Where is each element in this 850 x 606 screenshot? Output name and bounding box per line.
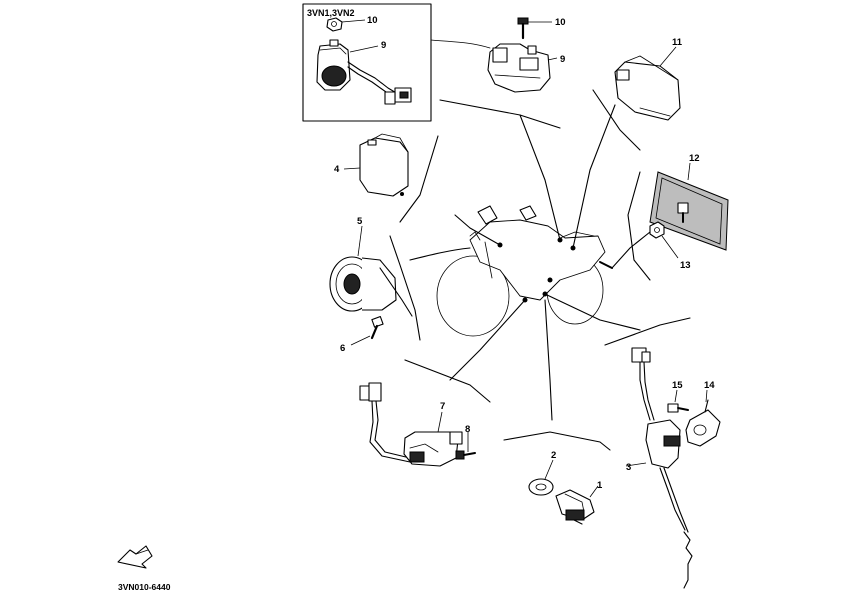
- callout-nut-reflector: 13: [680, 260, 691, 271]
- reflector-illustration: [649, 171, 729, 251]
- callout-bolt-top: 10: [555, 17, 566, 28]
- inset-relay-illustration: [316, 39, 412, 105]
- callout-bolt-horn: 6: [340, 343, 345, 354]
- sidestand-switch-illustration: [631, 347, 693, 589]
- bolt-horn-illustration: [370, 315, 384, 340]
- washer-illustration: [528, 478, 554, 496]
- callout-washer: 2: [551, 450, 556, 461]
- front-arrow-icon: [117, 545, 153, 569]
- callout-relay-right: 11: [672, 37, 683, 48]
- horn-illustration: [329, 256, 413, 317]
- bolt-top-illustration: [517, 17, 529, 40]
- callout-reflector: 12: [689, 153, 700, 164]
- bracket-illustration: [685, 399, 721, 447]
- callout-bolt-bracket: 15: [672, 380, 683, 391]
- callout-inset-relay: 9: [381, 40, 386, 51]
- callout-inset-nut: 10: [367, 15, 378, 26]
- ecu-illustration: [359, 133, 409, 197]
- callout-ecu: 4: [334, 164, 340, 175]
- callout-bolt-sensor: 8: [465, 424, 470, 435]
- callout-switch: 1: [597, 480, 603, 491]
- callout-horn: 5: [357, 216, 363, 227]
- callout-bracket: 14: [704, 380, 715, 391]
- callout-sensor: 7: [440, 401, 445, 412]
- relay-right-illustration: [614, 55, 681, 121]
- variant-inset-box: 3VN1,3VN2 10 9: [302, 3, 432, 122]
- callout-sidestand-switch: 3: [626, 462, 631, 473]
- bolt-bracket-illustration: [667, 403, 689, 413]
- bolt-sensor-illustration: [455, 450, 476, 460]
- sensor-illustration: [359, 382, 463, 467]
- nut-reflector-illustration: [649, 221, 665, 239]
- callout-relay-top: 9: [560, 54, 565, 65]
- switch-illustration: [555, 489, 595, 525]
- drawing-code: 3VN010-6440: [118, 582, 171, 592]
- inset-nut-illustration: [326, 17, 343, 32]
- motorcycle-outline: [436, 205, 613, 337]
- variant-label: 3VN1,3VN2: [307, 8, 355, 18]
- relay-top-illustration: [487, 43, 551, 93]
